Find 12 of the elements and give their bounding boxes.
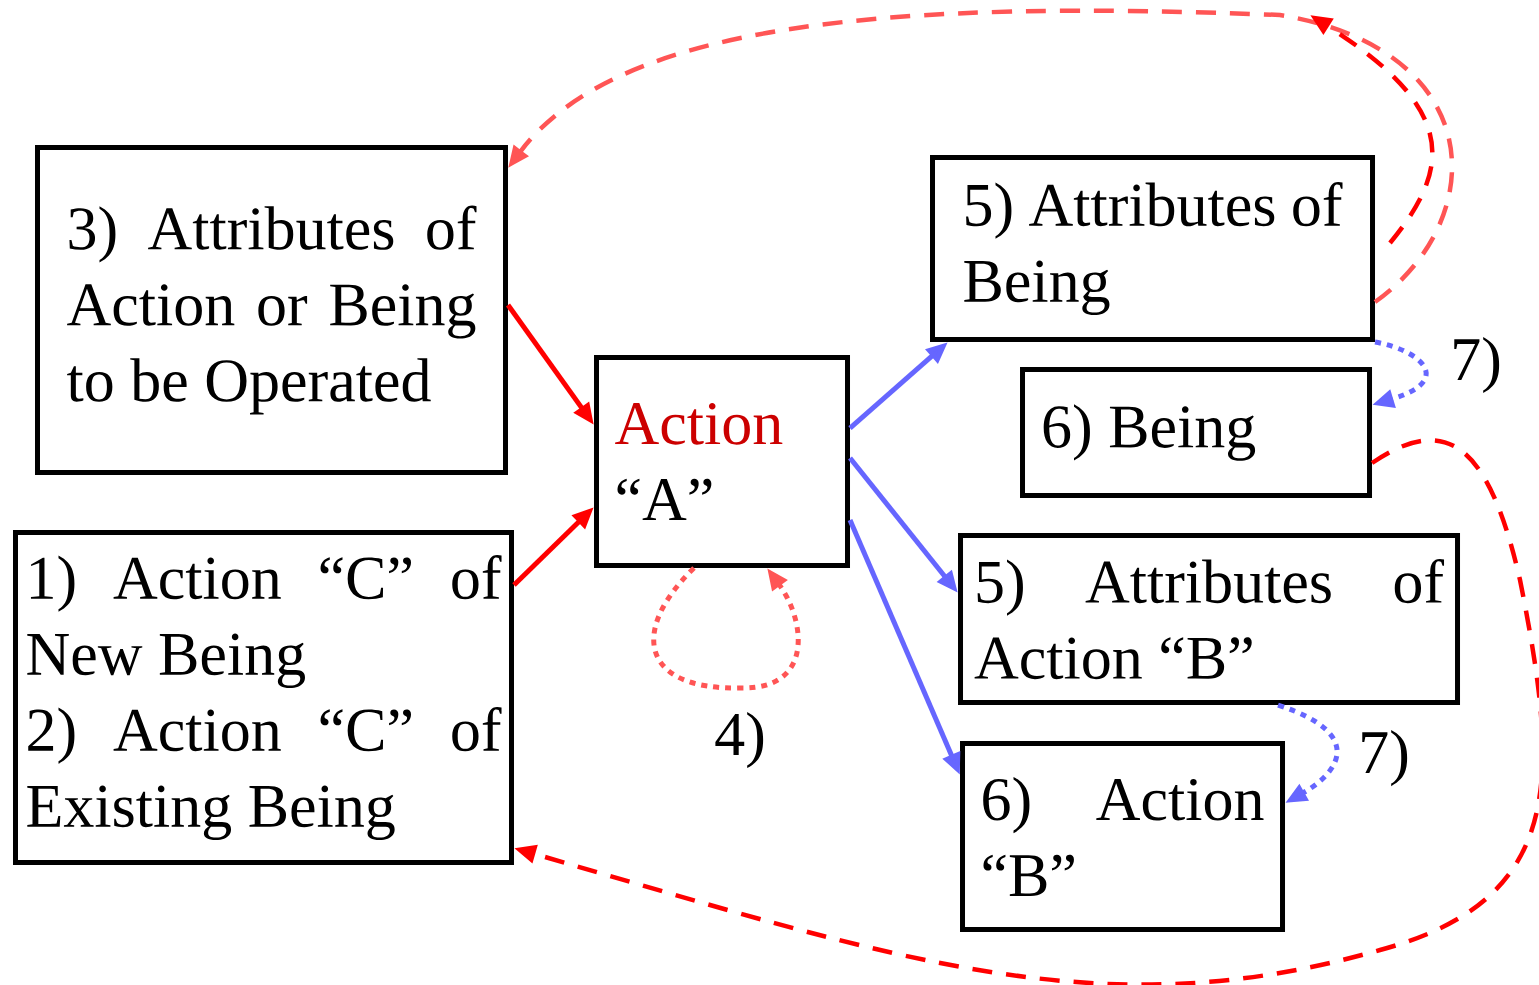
- text-box: Action “A”: [594, 355, 850, 568]
- edge-label: 7): [1356, 727, 1412, 789]
- arrow: [1277, 702, 1340, 803]
- edge-label: 4): [712, 709, 768, 771]
- text-box: 5) Attributes of Being: [930, 155, 1375, 342]
- text-box: 1) Action “C” of New Being 2) Action “C” of Existing Being: [13, 530, 514, 865]
- text-box: 6) Action “B”: [960, 741, 1285, 932]
- edge-label: 7): [1448, 334, 1504, 396]
- text-box: 3) Attributes of Action or Being to be Operated: [35, 145, 508, 475]
- text-box: 5) Attributes of Action “B”: [958, 533, 1460, 705]
- text-box: 6) Being: [1020, 367, 1372, 498]
- arrow: [651, 566, 801, 691]
